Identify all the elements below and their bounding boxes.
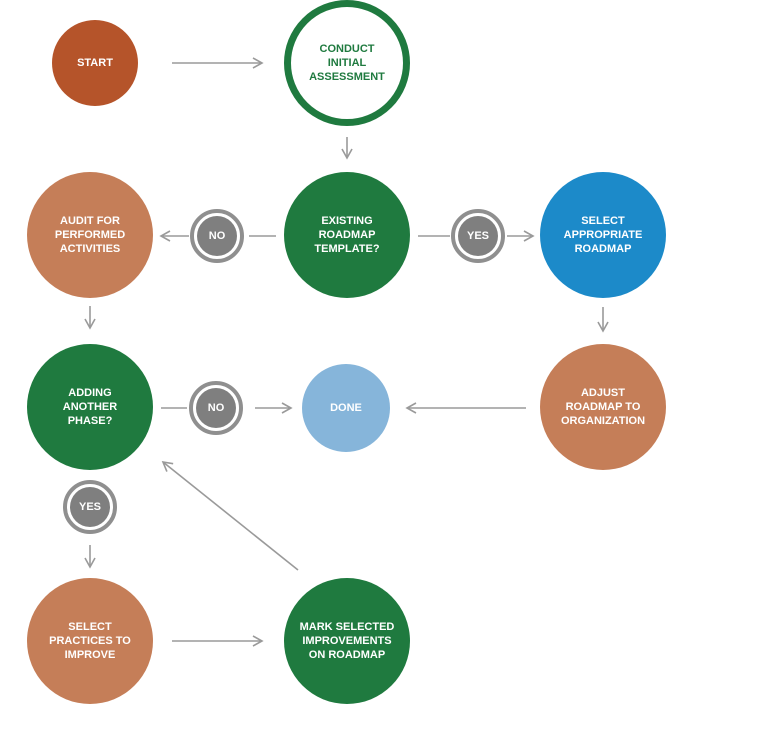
- node-done-label: DONE: [330, 402, 362, 414]
- decision-template-no-label: NO: [197, 216, 237, 256]
- decision-template-yes-label: YES: [458, 216, 498, 256]
- node-mark-selected-improvements-label: MARK SELECTED IMPROVEMENTS ON ROADMAP: [299, 621, 395, 661]
- arrow-mark-to-phase: [161, 460, 299, 571]
- decision-phase-yes-badge: YES: [63, 480, 117, 534]
- node-audit-for-performed-activities-label: AUDIT FOR PERFORMED ACTIVITIES: [54, 215, 126, 255]
- node-adjust-roadmap-to-organization-label: ADJUST ROADMAP TO ORGANIZATION: [560, 387, 646, 427]
- decision-phase-no-badge: NO: [189, 381, 243, 435]
- node-adjust-roadmap-to-organization: ADJUST ROADMAP TO ORGANIZATION: [540, 344, 666, 470]
- node-select-appropriate-roadmap-label: SELECT APPROPRIATE ROADMAP: [563, 215, 643, 255]
- node-start: START: [52, 20, 138, 106]
- node-select-appropriate-roadmap: SELECT APPROPRIATE ROADMAP: [540, 172, 666, 298]
- decision-template-no-badge: NO: [190, 209, 244, 263]
- node-existing-roadmap-template-label: EXISTING ROADMAP TEMPLATE?: [314, 215, 380, 255]
- node-select-practices-to-improve: SELECT PRACTICES TO IMPROVE: [27, 578, 153, 704]
- node-adding-another-phase: ADDING ANOTHER PHASE?: [27, 344, 153, 470]
- node-conduct-initial-assessment-label: CONDUCT INITIAL ASSESSMENT: [309, 43, 385, 83]
- node-mark-selected-improvements: MARK SELECTED IMPROVEMENTS ON ROADMAP: [284, 578, 410, 704]
- node-audit-for-performed-activities: AUDIT FOR PERFORMED ACTIVITIES: [27, 172, 153, 298]
- node-start-label: START: [77, 57, 113, 69]
- decision-template-yes-badge: YES: [451, 209, 505, 263]
- node-existing-roadmap-template: EXISTING ROADMAP TEMPLATE?: [284, 172, 410, 298]
- node-adding-another-phase-label: ADDING ANOTHER PHASE?: [62, 387, 118, 427]
- decision-phase-yes-label: YES: [70, 487, 110, 527]
- node-done: DONE: [302, 364, 390, 452]
- decision-phase-no-label: NO: [196, 388, 236, 428]
- node-conduct-initial-assessment: CONDUCT INITIAL ASSESSMENT: [284, 0, 410, 126]
- node-select-practices-to-improve-label: SELECT PRACTICES TO IMPROVE: [49, 621, 131, 661]
